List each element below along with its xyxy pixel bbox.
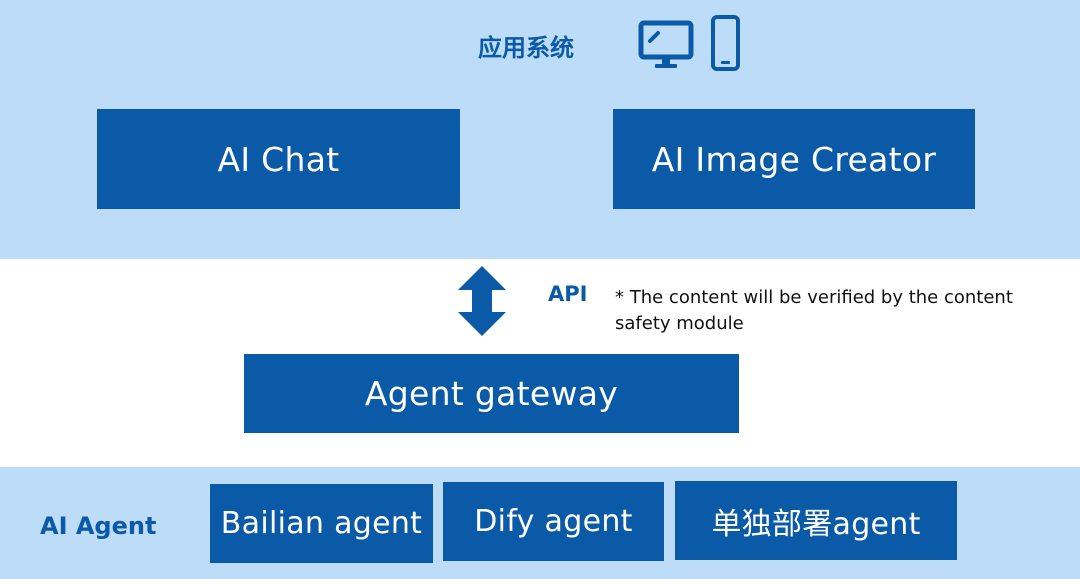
phone-icon (711, 15, 740, 71)
api-note-line-2: safety module (615, 313, 744, 334)
agent-layer-title: AI Agent (40, 512, 157, 540)
monitor-icon (638, 20, 694, 68)
ai-image-creator-box: AI Image Creator (613, 109, 975, 209)
bailian-agent-box: Bailian agent (210, 484, 433, 563)
ai-chat-box: AI Chat (97, 109, 460, 209)
api-label: API (548, 282, 588, 306)
standalone-agent-box: 单独部署agent (675, 481, 957, 560)
application-layer-title: 应用系统 (478, 34, 574, 62)
agent-gateway-box: Agent gateway (244, 354, 739, 433)
api-note-line-1: * The content will be verified by the co… (615, 287, 1013, 308)
dify-agent-box: Dify agent (443, 482, 664, 561)
double-arrow-icon (458, 266, 506, 336)
